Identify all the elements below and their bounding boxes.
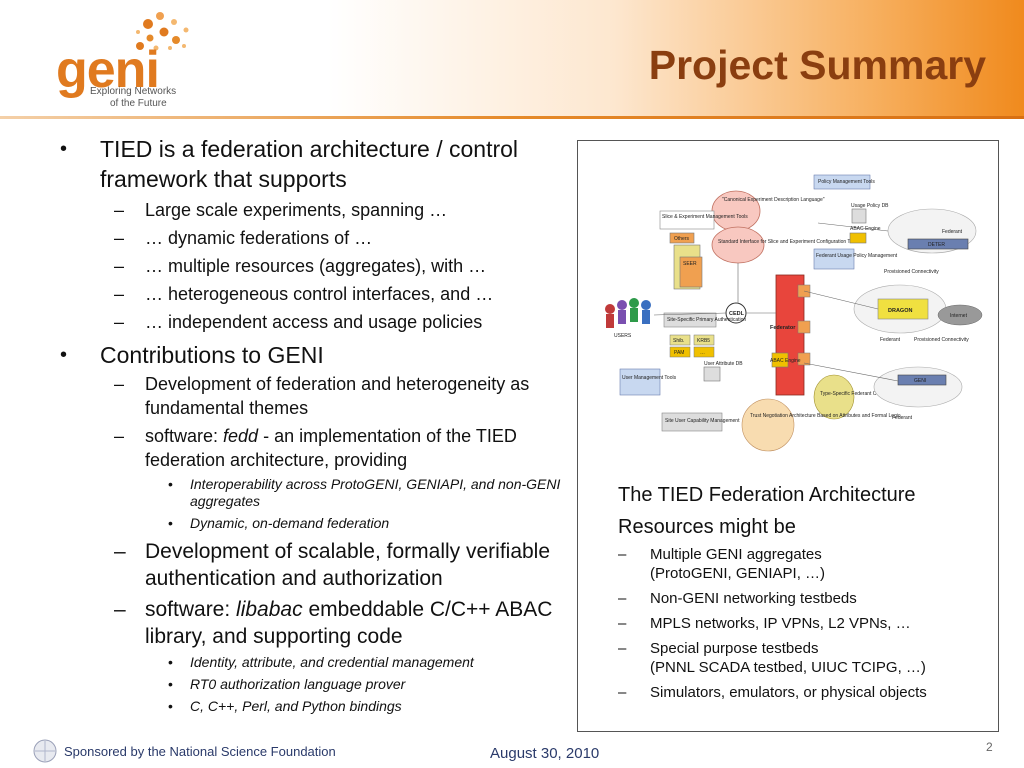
shib-label: Shib. — [673, 338, 684, 344]
resources-title: Resources might be — [618, 516, 796, 538]
site-auth-label: Site-Specific Primary Authentication — [667, 317, 746, 323]
sub-sub-bullet: •C, C++, Perl, and Python bindings — [168, 698, 402, 714]
bullet-tied: •TIED is a federation architecture / con… — [60, 136, 519, 192]
footer-date: August 30, 2010 — [490, 745, 600, 762]
nsf-logo-icon — [33, 739, 57, 763]
abac-engine-1-label: ABAC Engine — [850, 226, 881, 232]
site-user-box — [661, 412, 723, 432]
figure-box: .t { font-family:"Liberation Sans", sans… — [577, 140, 999, 732]
footer-sponsor: Sponsored by the National Science Founda… — [64, 744, 336, 759]
provisioned-1-label: Provisioned Connectivity — [884, 269, 939, 275]
slice-tools-box — [659, 210, 715, 230]
figure-caption: The TIED Federation Architecture — [618, 484, 916, 506]
sub-bullet: –software: libabac embeddable C/C++ ABAC… — [114, 598, 553, 648]
krb-label: KRB5 — [697, 338, 710, 344]
seer-label: SEER — [683, 261, 697, 267]
internet-cloud — [937, 304, 983, 326]
geni-box — [897, 374, 947, 386]
list-item: –MPLS networks, IP VPNs, L2 VPNs, … — [618, 615, 911, 632]
federant-2-label: Federant — [880, 337, 901, 343]
bullet-contributions: •Contributions to GENI — [60, 342, 324, 368]
trust-label: Trust Negotiation Architecture Based on … — [750, 413, 901, 419]
sub-bullet: –Development of scalable, formally verif… — [114, 540, 551, 590]
type-specific-label: Type-Specific Federant Control Plugins — [820, 391, 907, 397]
abac-engine-2-label: ABAC Engine — [770, 358, 801, 364]
krb-box — [693, 334, 715, 346]
trust-bubble — [741, 398, 795, 452]
internet-label: Internet — [950, 313, 968, 319]
pam-label: PAM — [674, 350, 684, 356]
page-number: 2 — [986, 740, 993, 754]
logo-dots-icon — [136, 12, 189, 51]
slide-header — [0, 0, 1024, 118]
provisioned-2-label: Provisioned Connectivity — [914, 337, 969, 343]
sub-sub-bullet: •Interoperability across ProtoGENI, GENI… — [168, 476, 561, 509]
list-item: –Multiple GENI aggregates(ProtoGENI, GEN… — [618, 546, 826, 582]
slice-tools-label: Slice & Experiment Management Tools — [662, 214, 748, 220]
user-mgmt-label: User Management Tools — [622, 375, 677, 381]
sub-bullet: –… heterogeneous control interfaces, and… — [114, 284, 494, 304]
usage-policy-db — [851, 208, 867, 224]
site-auth-box — [663, 312, 717, 328]
etc-label: … — [700, 350, 705, 356]
abac-engine-2 — [771, 352, 789, 368]
sub-bullet: –… multiple resources (aggregates), with… — [114, 256, 487, 276]
policy-tools-label: Policy Management Tools — [818, 179, 875, 185]
logo-tagline-2: of the Future — [110, 98, 167, 109]
deter-box — [907, 238, 969, 250]
standard-interface-label: Standard Interface for Slice and Experim… — [718, 239, 860, 245]
sub-bullet: –… dynamic federations of … — [114, 228, 373, 248]
user-attr-db — [703, 366, 721, 382]
logo-wordmark: geni — [56, 41, 160, 99]
geni-logo: geni Exploring Networks of the Future — [56, 6, 196, 110]
dragon-label: DRAGON — [888, 308, 912, 314]
deter-label: DETER — [928, 242, 945, 248]
others-label: Others — [674, 236, 690, 242]
usage-policy-label: Usage Policy DB — [851, 203, 889, 209]
policy-tools-box — [813, 174, 871, 190]
logo-tagline-1: Exploring Networks — [90, 86, 177, 97]
users-icons — [605, 298, 651, 328]
slide-title: Project Summary — [648, 42, 986, 88]
sub-bullet: –software: fedd - an implementation of t… — [114, 426, 517, 470]
cedl-label: CEDL — [729, 311, 745, 317]
etc-box — [693, 346, 715, 358]
standard-interface-bubble — [711, 226, 765, 264]
abac-engine-1 — [849, 232, 867, 244]
sub-sub-bullet: •Identity, attribute, and credential man… — [168, 654, 474, 670]
geni-label: GENI — [914, 378, 926, 384]
left-content: •TIED is a federation architecture / con… — [56, 134, 566, 715]
user-attr-label: User Attribute DB — [704, 361, 743, 367]
resources-list: –Multiple GENI aggregates(ProtoGENI, GEN… — [618, 545, 988, 708]
federant-usage-label: Federant Usage Policy Management — [816, 253, 898, 259]
others-box — [669, 232, 695, 244]
federant-3-label: Federant — [892, 415, 913, 421]
header-rule — [0, 116, 1024, 119]
sub-sub-bullet: •RT0 authorization language prover — [168, 676, 406, 692]
federator-slot-2 — [797, 320, 811, 334]
tied-architecture-diagram: .t { font-family:"Liberation Sans", sans… — [605, 174, 983, 452]
federator-label: Federator — [770, 325, 796, 331]
user-mgmt-box — [619, 368, 661, 396]
list-item: –Simulators, emulators, or physical obje… — [618, 684, 927, 701]
users-label: USERS — [614, 333, 632, 339]
sub-bullet: –… independent access and usage policies — [114, 312, 483, 332]
sub-bullet: –Large scale experiments, spanning … — [114, 200, 448, 220]
geni-cloud — [873, 366, 963, 408]
federator-slot-3 — [797, 352, 811, 366]
pam-box — [669, 346, 691, 358]
sub-bullet: –Development of federation and heterogen… — [114, 374, 530, 418]
site-user-label: Site User Capability Management — [665, 418, 740, 424]
list-item: –Special purpose testbeds(PNNL SCADA tes… — [618, 640, 926, 676]
list-item: –Non-GENI networking testbeds — [618, 590, 857, 607]
federant-usage-box — [813, 248, 855, 270]
federant-1-label: Federant — [942, 229, 963, 235]
shib-box — [669, 334, 691, 346]
sub-sub-bullet: •Dynamic, on-demand federation — [168, 515, 390, 531]
canonical-label: "Canonical Experiment Description Langua… — [722, 197, 825, 203]
type-specific-bubble — [813, 374, 855, 420]
seer-inner-box — [679, 256, 703, 288]
